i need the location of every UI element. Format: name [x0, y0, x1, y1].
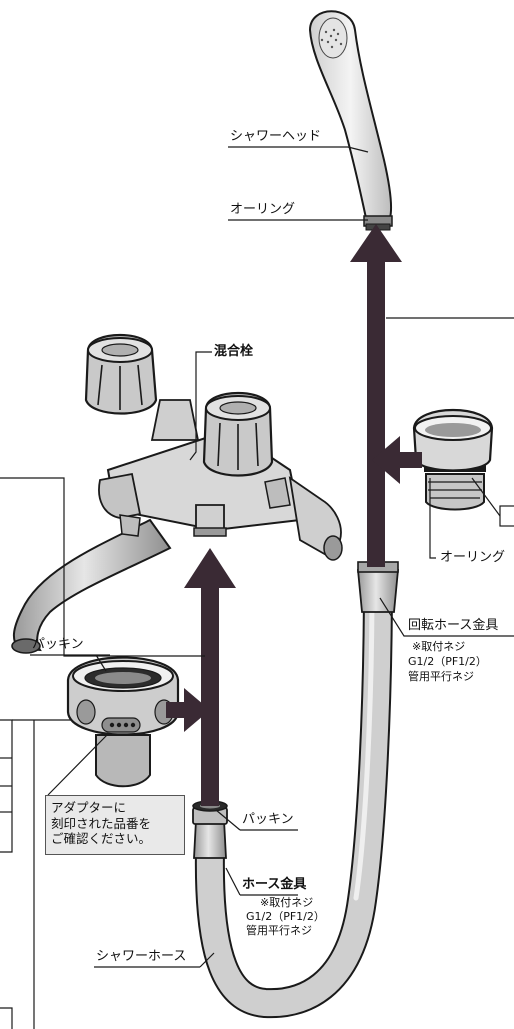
mixing-faucet-label: 混合栓	[214, 344, 254, 359]
rotating-note-line-2: G1/2（PF1/2）	[408, 655, 487, 668]
hose-note-line-3: 管用平行ネジ	[246, 924, 312, 937]
arrow-to-faucet-icon	[184, 548, 236, 806]
shower-head-icon	[308, 10, 393, 231]
adapter-o-ring-icon	[412, 408, 494, 511]
mixing-faucet-icon	[11, 334, 343, 654]
hose-fitting-icon	[192, 800, 228, 859]
packing-left-label: パッキン	[32, 637, 84, 652]
note-line-2: 刻印された品番を	[51, 815, 152, 831]
rotating-hose-fitting-label: 回転ホース金具	[408, 618, 499, 633]
shower-hose-label: シャワーホース	[96, 949, 187, 964]
shower-hose-icon	[194, 563, 393, 1019]
arrow-adapter-left-icon	[372, 436, 422, 484]
packing-bottom-label: パッキン	[242, 812, 294, 827]
adapter-note-box: アダプターに 刻印された品番を ご確認ください。	[45, 795, 185, 855]
shower-head-label: シャワーヘッド	[230, 129, 322, 144]
arrow-to-shower-head-icon	[350, 224, 402, 567]
o-ring-right-label: オーリング	[440, 550, 506, 565]
note-line-1: アダプターに	[51, 800, 127, 815]
rotating-note-line-3: 管用平行ネジ	[408, 670, 474, 683]
hose-note-line-2: G1/2（PF1/2）	[246, 910, 325, 923]
arrow-adapter-right-icon	[166, 688, 210, 732]
hose-note-line-1: ※取付ネジ	[260, 896, 314, 909]
adapter-icon	[66, 656, 180, 788]
o-ring-top-label: オーリング	[230, 202, 296, 217]
leader-lines	[0, 146, 514, 1029]
rotating-hose-fitting-icon	[357, 561, 399, 613]
hose-fitting-label: ホース金具	[242, 877, 307, 892]
note-line-3: ご確認ください。	[51, 831, 152, 847]
rotating-note-line-1: ※取付ネジ	[412, 640, 466, 653]
